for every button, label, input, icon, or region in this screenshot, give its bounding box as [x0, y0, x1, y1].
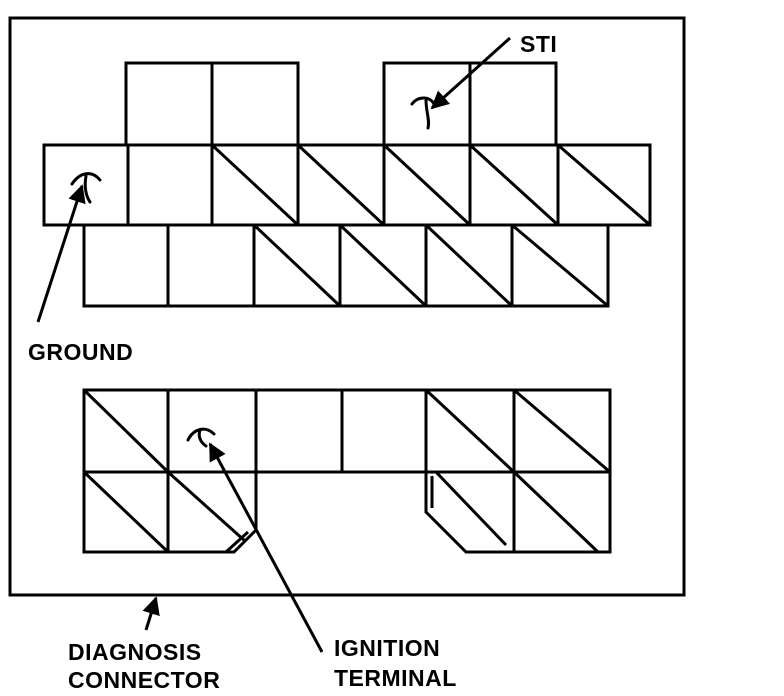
- chamfer-accent: [224, 530, 250, 554]
- diagonal: [434, 470, 508, 547]
- cavity: [126, 143, 214, 227]
- upper-block-middle-row: [42, 143, 652, 227]
- chamfer-accents: [224, 476, 434, 554]
- diagonal: [210, 143, 300, 227]
- arrow-icon: [142, 596, 160, 631]
- arrow-icon: [208, 442, 324, 653]
- diagonal: [82, 470, 170, 554]
- cavity: [340, 388, 428, 474]
- ignition-terminal-label-line2: TERMINAL: [334, 665, 457, 691]
- cavity: [82, 223, 170, 308]
- arrow-icon: [430, 36, 512, 110]
- sti-label: STI: [520, 31, 557, 57]
- diagonal: [424, 388, 516, 474]
- lower-block-top-row: [82, 388, 612, 474]
- diagnosis-connector-label-line2: CONNECTOR: [68, 667, 220, 693]
- diagonal: [468, 143, 560, 227]
- upper-block-bottom-row: [82, 223, 610, 308]
- cavity: [166, 223, 256, 308]
- lower-bottom-diagonals: [82, 470, 600, 554]
- diagonal: [166, 470, 247, 543]
- cavity: [210, 61, 300, 147]
- pointers: [36, 36, 512, 653]
- ignition-terminal-label-line1: IGNITION: [334, 635, 440, 661]
- diagonal: [512, 470, 600, 554]
- lower-top-diagonals: [82, 388, 611, 474]
- diagonal: [252, 223, 342, 308]
- diagonal: [296, 143, 386, 227]
- upper-bottom-diagonals: [252, 223, 609, 308]
- terminal-marks: [70, 96, 436, 448]
- upper-middle-diagonals: [210, 143, 651, 227]
- diagonal: [338, 223, 428, 308]
- diagonal: [511, 223, 609, 308]
- upper-block-top-row: [124, 61, 558, 147]
- connector-housing: [8, 16, 686, 597]
- cavity: [254, 388, 344, 474]
- diagonal: [424, 223, 514, 308]
- ground-label: GROUND: [28, 339, 133, 365]
- lower-block-bottom-row: [82, 470, 612, 554]
- diagonal: [513, 388, 611, 474]
- diagnosis-connector-label-line1: DIAGNOSIS: [68, 639, 202, 665]
- wire-hook-icon: [70, 172, 102, 204]
- diagonal: [557, 143, 651, 227]
- arrow-icon: [36, 184, 86, 323]
- diagonal: [382, 143, 472, 227]
- cavity: [468, 61, 558, 147]
- wire-hook-icon: [186, 427, 216, 448]
- cavity: [124, 61, 214, 147]
- diagonal: [82, 388, 170, 474]
